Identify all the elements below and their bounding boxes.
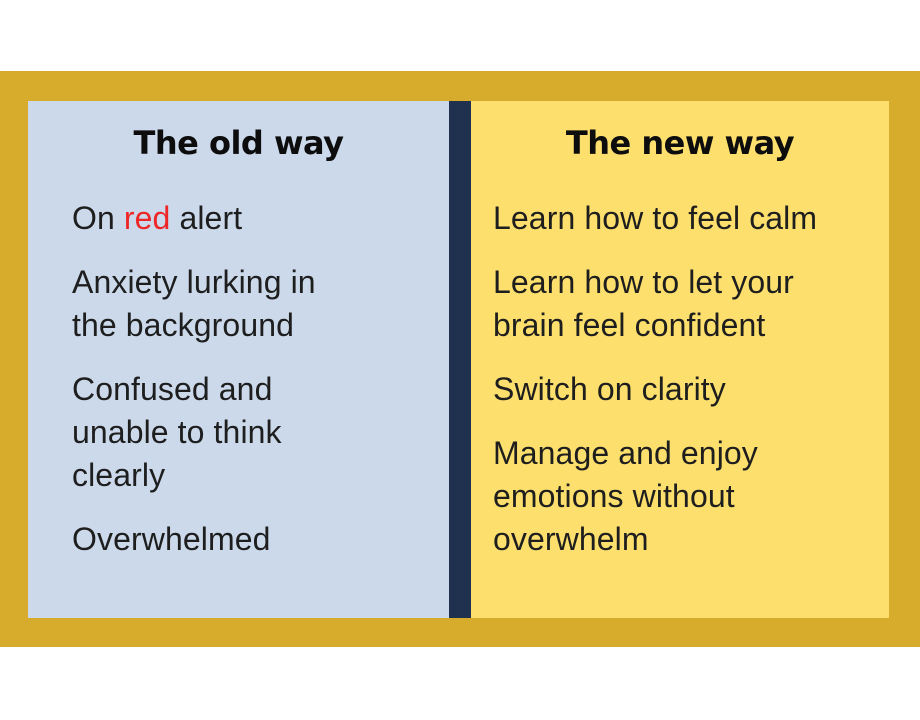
old-way-title: The old way <box>133 124 344 162</box>
list-item: Overwhelmed <box>72 518 431 561</box>
list-item: Confused and unable to think clearly <box>72 368 431 497</box>
list-item: Learn how to let your brain feel confide… <box>493 261 871 347</box>
text-segment: Confused and unable to think clearly <box>72 371 282 493</box>
panel-divider <box>449 101 471 618</box>
text-segment: Learn how to feel calm <box>493 200 818 236</box>
text-segment: Learn how to let your brain feel confide… <box>493 264 794 343</box>
list-item: Learn how to feel calm <box>493 197 871 240</box>
text-segment: On <box>72 200 124 236</box>
text-segment: Switch on clarity <box>493 371 726 407</box>
new-way-title: The new way <box>565 124 795 162</box>
text-segment: Manage and enjoy emotions without overwh… <box>493 435 758 557</box>
text-segment: Anxiety lurking in the background <box>72 264 316 343</box>
list-item: On red alert <box>72 197 431 240</box>
list-item: Switch on clarity <box>493 368 871 411</box>
highlighted-word: red <box>123 200 171 236</box>
text-segment: Overwhelmed <box>72 521 271 557</box>
text-segment: alert <box>170 200 243 236</box>
list-item: Anxiety lurking in the background <box>72 261 431 347</box>
list-item: Manage and enjoy emotions without overwh… <box>493 432 871 561</box>
